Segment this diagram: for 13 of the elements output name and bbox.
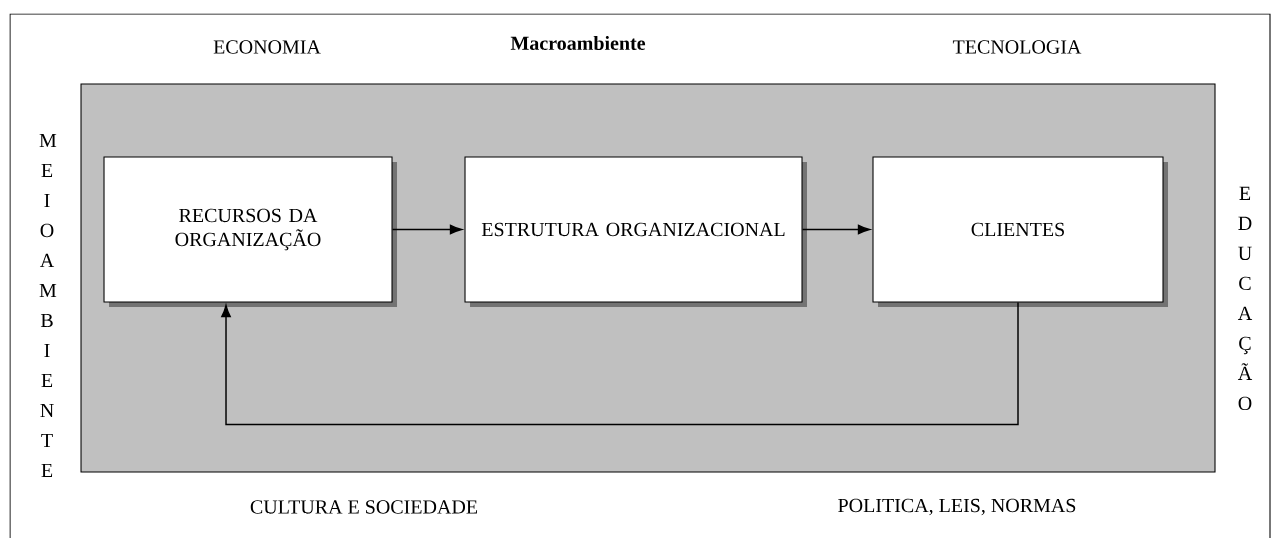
vertical-label: EDUCAÇÃO: [1237, 186, 1253, 411]
label: ECONOMIA: [213, 40, 321, 54]
arrow: [221, 301, 1019, 426]
process-box: RECURSOS DA ORGANIZAÇÃO: [103, 156, 397, 307]
arrow: [391, 224, 463, 235]
title: Macroambiente: [510, 35, 646, 50]
label: POLITICA, LEIS, NORMAS: [838, 498, 1076, 516]
label: TECNOLOGIA: [952, 40, 1082, 54]
arrow: [801, 224, 871, 235]
process-box: ESTRUTURA ORGANIZACIONAL: [464, 156, 807, 307]
label: CULTURA E SOCIEDADE: [250, 500, 478, 514]
vertical-label: MEIO AMBIENTE: [39, 133, 57, 477]
process-box: CLIENTES: [872, 156, 1168, 307]
